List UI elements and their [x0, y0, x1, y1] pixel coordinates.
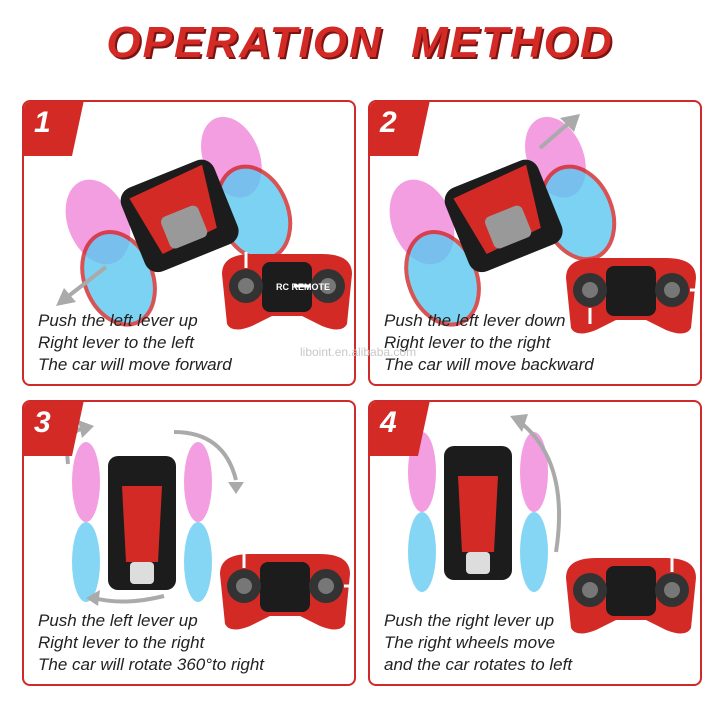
step-number: 4 [380, 406, 397, 439]
instruction-line: and the car rotates to left [384, 655, 573, 674]
remote-label: RC REMOTE [276, 282, 330, 292]
step-number: 3 [34, 406, 51, 439]
step-badge: 2 [370, 102, 430, 156]
step-badge: 4 [370, 402, 430, 456]
instruction-line: Right lever to the left [38, 333, 194, 352]
operation-panel-1: RC REMOTE 1 Push the left lever up Right… [22, 100, 356, 386]
instruction-line: The car will move forward [38, 355, 232, 374]
operation-panel-2: 2 Push the left lever down Right lever t… [368, 100, 702, 386]
instruction-line: The car will move backward [384, 355, 594, 374]
step-badge: 1 [24, 102, 84, 156]
remote-control-illustration [220, 552, 354, 630]
step-number: 2 [380, 106, 397, 139]
instruction-text: Push the left lever up Right lever to th… [38, 310, 232, 376]
instruction-line: Push the right lever up [384, 611, 555, 630]
page-title: OPERATION METHOD [106, 18, 614, 67]
instruction-line: The car will rotate 360°to right [38, 655, 265, 674]
operation-panel-4: 4 Push the right lever up The right whee… [368, 400, 702, 686]
instruction-line: Push the left lever up [38, 311, 198, 330]
instruction-line: Right lever to the right [384, 333, 551, 352]
car-illustration [389, 114, 617, 327]
car-illustration [408, 414, 562, 592]
instruction-text: Push the left lever down Right lever to … [384, 310, 594, 376]
watermark-text: liboint.en.alibaba.com [300, 345, 417, 359]
operation-panel-3: 3 Push the left lever up Right lever to … [22, 400, 356, 686]
car-illustration [65, 420, 244, 606]
remote-control-illustration: RC REMOTE [222, 252, 352, 330]
instruction-line: Right lever to the right [38, 633, 205, 652]
step-number: 1 [34, 106, 51, 139]
remote-control-illustration [566, 258, 700, 334]
instruction-line: The right wheels move [384, 633, 556, 652]
instruction-text: Push the right lever up The right wheels… [384, 610, 572, 676]
instruction-line: Push the left lever down [384, 311, 566, 330]
instruction-text: Push the left lever up Right lever to th… [38, 610, 264, 676]
step-badge: 3 [24, 402, 84, 456]
car-illustration [56, 116, 293, 327]
remote-control-illustration [566, 554, 696, 634]
instruction-line: Push the left lever up [38, 611, 198, 630]
